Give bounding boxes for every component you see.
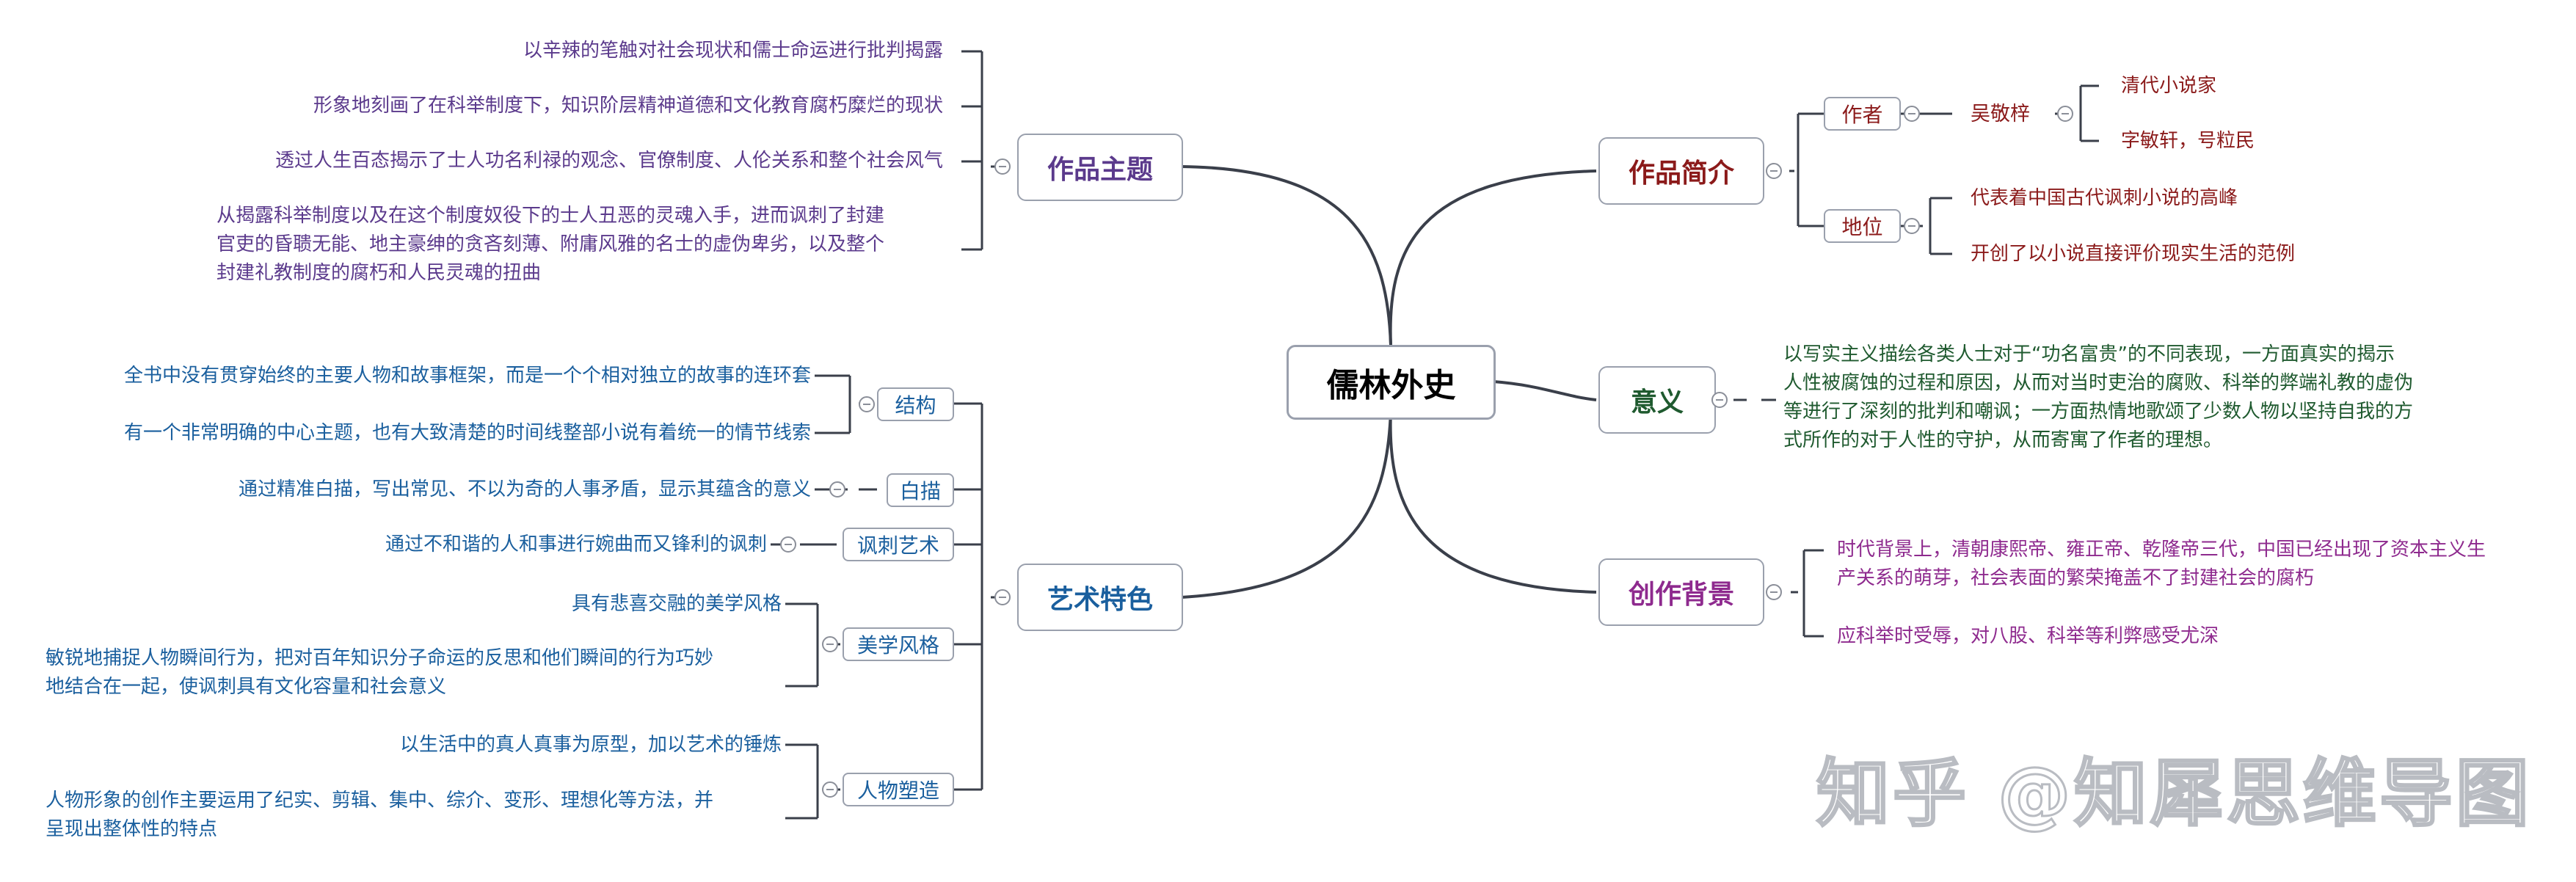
character-item-2-line-2: 呈现出整体性的特点 <box>46 818 218 840</box>
collapse-toggle-art[interactable] <box>994 589 1011 605</box>
status-item-2: 开创了以小说直接评价现实生活的范例 <box>1971 243 2296 265</box>
background-node[interactable]: 创作背景 <box>1598 558 1764 626</box>
structure-node[interactable]: 结构 <box>877 387 954 421</box>
satire-node[interactable]: 讽刺艺术 <box>843 528 954 561</box>
character-item-2-line-1: 人物形象的创作主要运用了纪实、剪辑、集中、综介、变形、理想化等方法，并 <box>46 790 714 812</box>
collapse-toggle-aesthetic[interactable] <box>822 636 838 652</box>
collapse-toggle-character[interactable] <box>822 781 838 798</box>
collapse-toggle-background[interactable] <box>1766 584 1782 600</box>
meaning-line-4: 式所作的对于人性的守护，从而寄寓了作者的理想。 <box>1783 429 2223 451</box>
character-node[interactable]: 人物塑造 <box>843 773 954 806</box>
theme-item-4-line-2: 官吏的昏聩无能、地主豪绅的贪吝刻薄、附庸风雅的名士的虚伪卑劣，以及整个 <box>217 233 885 255</box>
character-item-2: 人物形象的创作主要运用了纪实、剪辑、集中、综介、变形、理想化等方法，并 呈现出整… <box>46 787 713 844</box>
structure-item-1: 全书中没有贯穿始终的主要人物和故事框架，而是一个个相对独立的故事的连环套 <box>123 365 811 387</box>
watermark: 知乎 @知犀思维导图 <box>1816 750 2532 838</box>
meaning-text: 以写实主义描绘各类人士对于“功名富贵”的不同表现，一方面真实的揭示 人性被腐蚀的… <box>1783 340 2413 455</box>
meaning-line-3: 等进行了深刻的批判和嘲讽；一方面热情地歌颂了少数人物以坚持自我的方 <box>1783 401 2414 423</box>
author-detail-2: 字敏轩，号粒民 <box>2121 130 2255 152</box>
character-item-1: 以生活中的真人真事为原型，加以艺术的锤炼 <box>399 734 782 756</box>
collapse-toggle-author-name[interactable] <box>2057 106 2073 122</box>
collapse-toggle-intro[interactable] <box>1766 163 1782 179</box>
theme-item-1: 以辛辣的笔触对社会现状和儒士命运进行批判揭露 <box>523 40 943 62</box>
intro-node[interactable]: 作品简介 <box>1598 137 1764 205</box>
status-item-1: 代表着中国古代讽刺小说的高峰 <box>1971 187 2238 209</box>
aesthetic-item-1: 具有悲喜交融的美学风格 <box>571 593 782 615</box>
theme-item-2: 形象地刻画了在科举制度下，知识阶层精神道德和文化教育腐朽糜烂的现状 <box>313 95 943 117</box>
collapse-toggle-baimiao[interactable] <box>829 481 845 498</box>
aesthetic-node[interactable]: 美学风格 <box>843 627 954 661</box>
aesthetic-item-2: 敏锐地捕捉人物瞬间行为，把对百年知识分子命运的反思和他们瞬间的行为巧妙 地结合在… <box>46 644 713 701</box>
central-topic[interactable]: 儒林外史 <box>1287 345 1496 420</box>
background-item-1: 时代背景上，清朝康熙帝、雍正帝、乾隆帝三代，中国已经出现了资本主义生 产关系的萌… <box>1837 536 2486 593</box>
author-node[interactable]: 作者 <box>1824 97 1901 131</box>
background-item-1-line-2: 产关系的萌芽，社会表面的繁荣掩盖不了封建社会的腐朽 <box>1837 567 2315 589</box>
theme-node[interactable]: 作品主题 <box>1017 134 1183 201</box>
satire-text: 通过不和谐的人和事进行婉曲而又锋利的讽刺 <box>385 533 767 555</box>
theme-item-3: 透过人生百态揭示了士人功名利禄的观念、官僚制度、人伦关系和整个社会风气 <box>274 150 943 172</box>
meaning-line-2: 人性被腐蚀的过程和原因，从而对当时吏治的腐败、科举的弊端礼教的虚伪 <box>1783 372 2414 394</box>
meaning-node[interactable]: 意义 <box>1598 366 1716 434</box>
background-item-2: 应科举时受辱，对八股、科举等利弊感受尤深 <box>1837 625 2219 647</box>
baimiao-node[interactable]: 白描 <box>887 473 954 507</box>
structure-item-2: 有一个非常明确的中心主题，也有大致清楚的时间线整部小说有着统一的情节线索 <box>123 422 811 444</box>
collapse-toggle-author[interactable] <box>1904 106 1920 122</box>
aesthetic-item-2-line-1: 敏锐地捕捉人物瞬间行为，把对百年知识分子命运的反思和他们瞬间的行为巧妙 <box>46 647 714 669</box>
author-name[interactable]: 吴敬梓 <box>1971 103 2030 125</box>
collapse-toggle-status[interactable] <box>1904 218 1920 234</box>
collapse-toggle-meaning[interactable] <box>1711 392 1728 408</box>
theme-item-4-line-1: 从揭露科举制度以及在这个制度奴役下的士人丑恶的灵魂入手，进而讽刺了封建 <box>217 205 885 227</box>
status-node[interactable]: 地位 <box>1824 209 1901 243</box>
aesthetic-item-2-line-2: 地结合在一起，使讽刺具有文化容量和社会意义 <box>46 676 447 698</box>
art-node[interactable]: 艺术特色 <box>1017 564 1183 631</box>
author-detail-1: 清代小说家 <box>2121 75 2217 97</box>
collapse-toggle-theme[interactable] <box>994 158 1011 175</box>
theme-item-4: 从揭露科举制度以及在这个制度奴役下的士人丑恶的灵魂入手，进而讽刺了封建 官吏的昏… <box>217 202 884 288</box>
background-item-1-line-1: 时代背景上，清朝康熙帝、雍正帝、乾隆帝三代，中国已经出现了资本主义生 <box>1837 539 2486 561</box>
meaning-line-1: 以写实主义描绘各类人士对于“功名富贵”的不同表现，一方面真实的揭示 <box>1783 343 2395 365</box>
collapse-toggle-satire[interactable] <box>780 536 796 553</box>
theme-item-4-line-3: 封建礼教制度的腐朽和人民灵魂的扭曲 <box>217 262 542 284</box>
collapse-toggle-structure[interactable] <box>859 396 875 412</box>
baimiao-text: 通过精准白描，写出常见、不以为奇的人事矛盾，显示其蕴含的意义 <box>238 478 811 500</box>
